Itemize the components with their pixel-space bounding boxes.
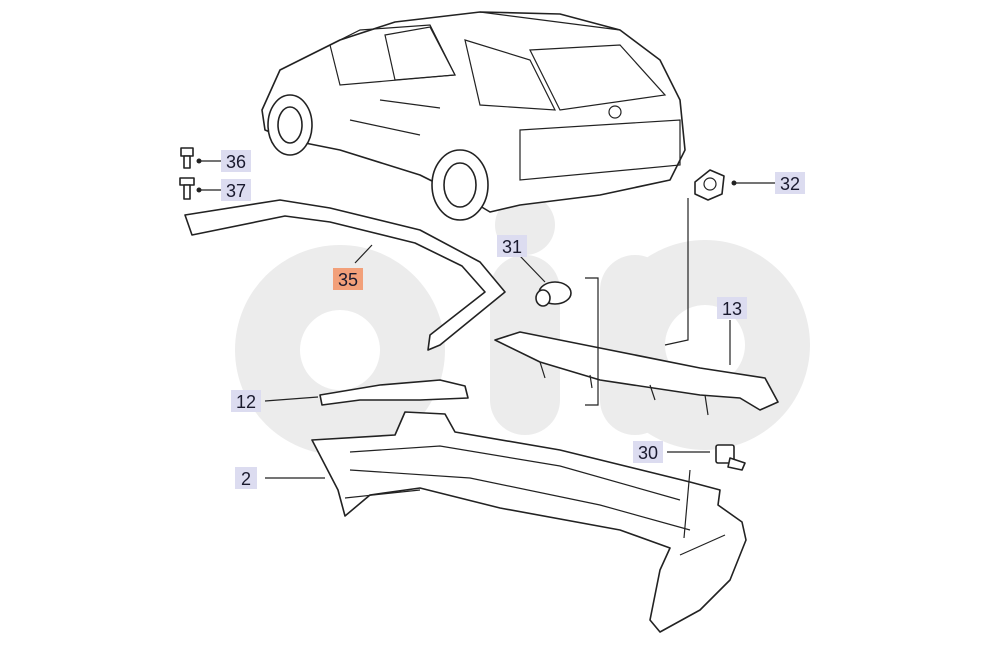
callout-35-text: 35 (338, 270, 358, 290)
part-37-clip[interactable] (179, 177, 195, 200)
callout-32-text: 32 (780, 174, 800, 194)
car-wagon-illustration (261, 11, 686, 221)
callout-31-text: 31 (502, 237, 522, 257)
callout-2-text: 2 (241, 469, 251, 489)
callout-37-text: 37 (226, 181, 246, 201)
part-30-clip[interactable] (715, 444, 746, 471)
callout-30-text: 30 (638, 443, 658, 463)
callout-12[interactable]: 12 (231, 390, 261, 412)
callout-37[interactable]: 37 (221, 179, 251, 201)
callout-13-text: 13 (722, 299, 742, 319)
part-32-connector[interactable] (694, 169, 725, 201)
watermark-logo (235, 195, 810, 455)
callout-30[interactable]: 30 (633, 441, 663, 463)
part-31-sensor[interactable] (535, 281, 572, 307)
leader-lines (196, 158, 775, 539)
callout-36-text: 36 (226, 152, 246, 172)
callout-35[interactable]: 35 (333, 268, 363, 290)
part-36-bolt[interactable] (180, 147, 194, 169)
part-35-trim-strip[interactable] (184, 199, 506, 351)
callout-12-text: 12 (236, 392, 256, 412)
callout-31[interactable]: 31 (497, 235, 527, 257)
part-12-strip[interactable] (319, 379, 469, 406)
callout-2[interactable]: 2 (235, 467, 257, 489)
callout-36[interactable]: 36 (221, 150, 251, 172)
part-2-bumper-cover[interactable] (311, 411, 747, 633)
callout-32[interactable]: 32 (775, 172, 805, 194)
callout-13[interactable]: 13 (717, 297, 747, 319)
